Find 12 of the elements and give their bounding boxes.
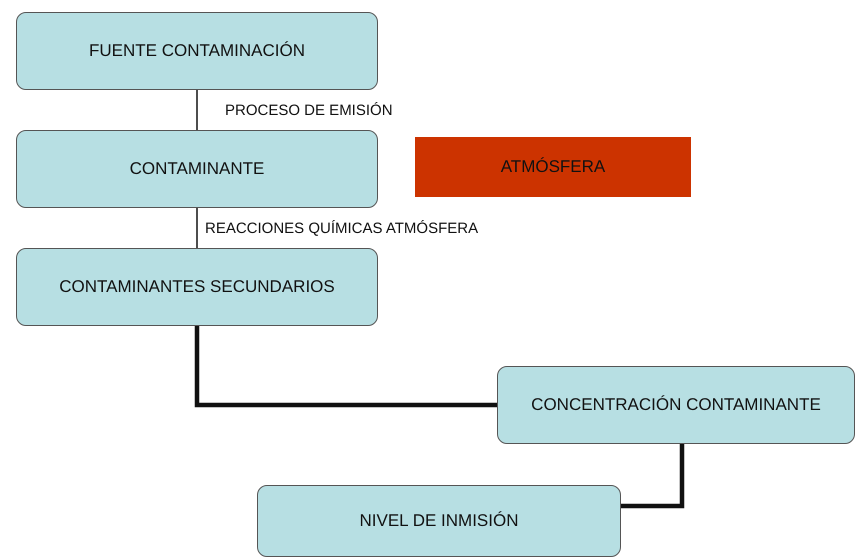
process-box: CONTAMINANTE xyxy=(16,130,378,208)
connector-line xyxy=(196,90,198,130)
connector-line xyxy=(196,208,198,248)
connector-line xyxy=(194,326,497,408)
process-box: CONTAMINANTES SECUNDARIOS xyxy=(16,248,378,326)
process-box: CONCENTRACIÓN CONTAMINANTE xyxy=(497,366,855,444)
process-box: NIVEL DE INMISIÓN xyxy=(257,485,621,557)
process-box: FUENTE CONTAMINACIÓN xyxy=(16,12,378,90)
connector-line xyxy=(621,444,684,508)
edge-label: REACCIONES QUÍMICAS ATMÓSFERA xyxy=(205,220,478,237)
edge-label: PROCESO DE EMISIÓN xyxy=(225,102,393,119)
highlight-box: ATMÓSFERA xyxy=(415,137,691,197)
